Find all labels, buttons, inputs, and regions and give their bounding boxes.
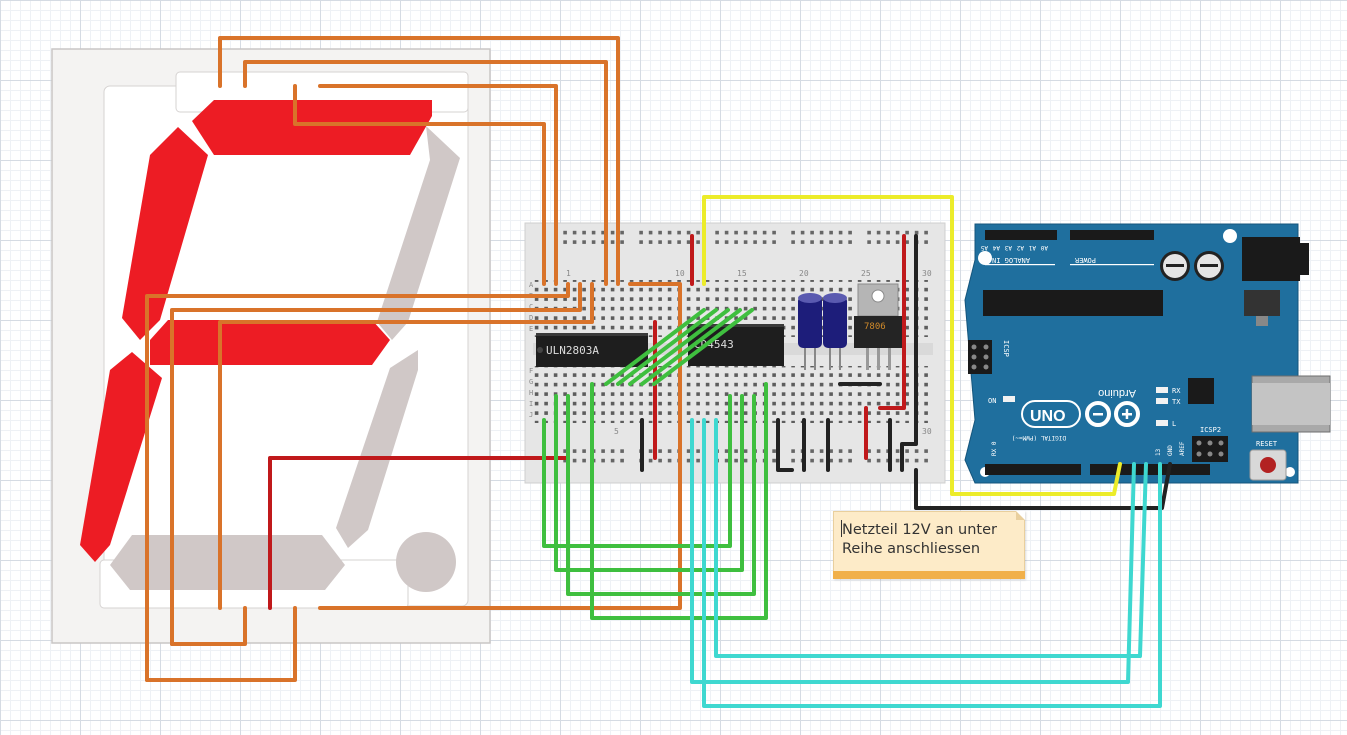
wire-orange-9[interactable] bbox=[145, 606, 297, 682]
bb-row-i: I bbox=[529, 400, 533, 408]
uln2803a-label: ULN2803A bbox=[546, 344, 599, 357]
bb-row-a: A bbox=[529, 281, 534, 289]
wire-orange-10[interactable] bbox=[318, 282, 682, 610]
wire-green-1[interactable] bbox=[542, 394, 732, 548]
wire-cyan-3[interactable] bbox=[714, 418, 1148, 658]
analog-pin-a2: A2 bbox=[1016, 244, 1024, 251]
wire-orange-4[interactable] bbox=[293, 84, 546, 286]
bb-row-f: F bbox=[529, 367, 533, 375]
green-diagonal-wires[interactable] bbox=[604, 308, 754, 386]
analog-header-label: ANALOG IN bbox=[992, 256, 1030, 264]
black-wires[interactable] bbox=[640, 234, 1172, 510]
wire-red-1[interactable] bbox=[268, 456, 570, 610]
wire-green-2[interactable] bbox=[554, 394, 744, 572]
l-label: L bbox=[1172, 420, 1176, 428]
segment-f bbox=[122, 127, 208, 340]
red-wires[interactable] bbox=[268, 234, 906, 610]
bb-col-1: 1 bbox=[566, 269, 571, 278]
segment-c bbox=[336, 350, 418, 548]
digital-pin-13-label: 13 bbox=[1155, 448, 1162, 456]
note-fold-corner bbox=[1016, 511, 1025, 520]
digital-pin-aref-label: AREF bbox=[1179, 441, 1186, 456]
wire-green-diag-5[interactable] bbox=[652, 308, 754, 386]
orange-wires[interactable] bbox=[145, 36, 682, 682]
digital-pin-gnd-label: GND bbox=[1167, 445, 1174, 456]
bb-row-g: G bbox=[529, 378, 533, 386]
bb-row-c: C bbox=[529, 303, 533, 311]
segment-b bbox=[377, 126, 460, 340]
wire-green-diag-4[interactable] bbox=[640, 308, 742, 386]
cyan-wires[interactable] bbox=[690, 418, 1162, 708]
bb-col-30-bottom: 30 bbox=[922, 427, 932, 436]
wire-orange-3[interactable] bbox=[318, 84, 558, 286]
sticky-note[interactable]: Netzteil 12V an unter Reihe anschliessen bbox=[833, 511, 1025, 579]
bb-row-d: D bbox=[529, 314, 533, 322]
bb-row-j: J bbox=[529, 411, 533, 419]
segment-g bbox=[150, 320, 390, 365]
bb-row-h: H bbox=[529, 389, 533, 397]
capacitor-2[interactable] bbox=[823, 293, 847, 370]
regulator-label: 7806 bbox=[864, 322, 886, 332]
wire-orange-8[interactable] bbox=[170, 606, 247, 646]
wire-orange-7[interactable] bbox=[218, 282, 594, 610]
analog-pin-a5: A5 bbox=[980, 244, 988, 251]
wire-red-4[interactable] bbox=[878, 234, 906, 410]
rx-label: RX bbox=[1172, 387, 1181, 395]
cd4543-chip[interactable]: CD4543 bbox=[688, 324, 784, 366]
icsp-label: ICSP bbox=[1002, 340, 1010, 357]
wire-black-8[interactable] bbox=[914, 462, 1172, 510]
bb-col-20: 20 bbox=[799, 269, 809, 278]
segment-d bbox=[110, 535, 345, 590]
bb-col-25: 25 bbox=[861, 269, 871, 278]
green-loop-wires[interactable] bbox=[542, 382, 768, 620]
analog-pin-a3: A3 bbox=[1004, 244, 1012, 251]
voltage-regulator[interactable]: 7806 bbox=[854, 283, 902, 370]
capacitor-1[interactable] bbox=[798, 293, 822, 370]
segment-a bbox=[192, 100, 432, 155]
wire-green-4[interactable] bbox=[590, 382, 768, 620]
arduino-uno-board[interactable]: A5 A4 A3 A2 A1 A0 ANALOG IN POWER bbox=[964, 223, 1331, 484]
arduino-infinity-icon bbox=[1085, 401, 1140, 427]
on-label: ON bbox=[988, 397, 996, 405]
arduino-logo-text: Arduino bbox=[1098, 387, 1136, 399]
analog-pin-a4: A4 bbox=[992, 244, 1000, 251]
seven-segment-display[interactable] bbox=[51, 48, 491, 644]
wire-black-7[interactable] bbox=[900, 234, 918, 472]
text-cursor bbox=[841, 520, 842, 537]
wire-black-2[interactable] bbox=[776, 418, 794, 472]
bb-col-30: 30 bbox=[922, 269, 932, 278]
uno-logo-text: UNO bbox=[1030, 408, 1066, 425]
bb-col-5-bottom: 5 bbox=[614, 427, 619, 436]
wire-yellow[interactable] bbox=[702, 195, 1122, 496]
bb-col-15: 15 bbox=[737, 269, 747, 278]
wire-cyan-1[interactable] bbox=[690, 418, 1136, 684]
digital-header-label: DIGITAL (PWM=~) bbox=[1012, 434, 1066, 441]
power-header-label: POWER bbox=[1074, 256, 1096, 264]
wire-green-diag-3[interactable] bbox=[628, 308, 730, 386]
icsp2-label: ICSP2 bbox=[1200, 426, 1221, 434]
note-text[interactable]: Netzteil 12V an unter Reihe anschliessen bbox=[842, 522, 997, 557]
segment-e bbox=[80, 352, 162, 562]
wire-orange-1[interactable] bbox=[218, 36, 620, 286]
bb-row-e: E bbox=[529, 325, 533, 333]
digital-pins-left-label: RX 0 bbox=[991, 441, 998, 456]
wire-orange-2[interactable] bbox=[243, 60, 608, 286]
uln2803a-chip[interactable]: ULN2803A bbox=[536, 333, 648, 367]
analog-pin-a1: A1 bbox=[1028, 244, 1036, 251]
segment-dp bbox=[396, 532, 456, 592]
wire-green-3[interactable] bbox=[566, 394, 756, 596]
wire-green-diag-2[interactable] bbox=[616, 308, 718, 386]
bb-col-10: 10 bbox=[675, 269, 685, 278]
analog-pin-a0: A0 bbox=[1040, 244, 1048, 251]
tx-label: TX bbox=[1172, 398, 1181, 406]
wire-green-diag-1[interactable] bbox=[604, 308, 706, 386]
wire-orange-6[interactable] bbox=[170, 282, 582, 646]
wire-orange-5[interactable] bbox=[145, 282, 570, 682]
wire-cyan-2[interactable] bbox=[702, 418, 1162, 708]
reset-label: RESET bbox=[1256, 440, 1278, 448]
